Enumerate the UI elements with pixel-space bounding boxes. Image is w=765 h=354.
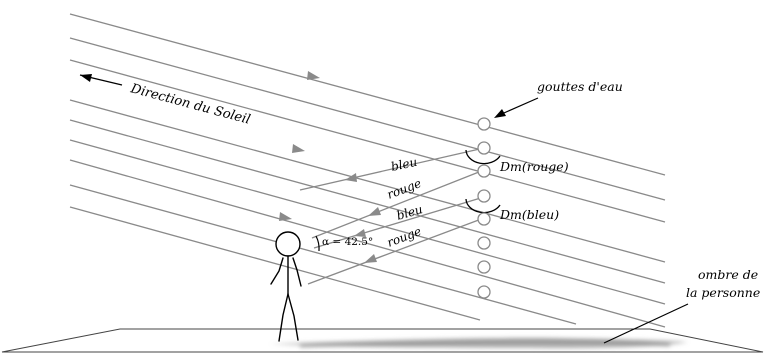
sun-ray (69, 206, 481, 321)
ray-arrowhead (279, 212, 292, 221)
sun-ray (69, 184, 577, 325)
blue-ray-lower (313, 196, 485, 249)
sun-ray (69, 59, 666, 223)
person-left-leg (278, 293, 289, 342)
water-droplet (477, 236, 491, 250)
sun-ray (69, 13, 666, 176)
refracted-rays (299, 147, 485, 285)
red-upper-label: rouge (385, 176, 423, 202)
dm-red-arc (465, 149, 501, 165)
red-ray-upper (311, 169, 485, 239)
red-ray-lower (307, 217, 485, 285)
person-right-arm (292, 257, 302, 287)
droplets-label: gouttes d'eau (537, 79, 623, 94)
blue-ray-upper (299, 147, 485, 191)
sun-ray (69, 119, 666, 284)
sun-direction-arrow (79, 74, 123, 86)
dm-blue-arc (465, 198, 501, 214)
shadow-label-line2: la personne (686, 285, 760, 300)
water-droplet (477, 117, 491, 131)
water-droplet (477, 189, 491, 203)
water-droplets (477, 117, 491, 299)
blue-upper-label: bleu (390, 155, 419, 174)
water-droplet (477, 141, 491, 155)
alpha-angle-arc (315, 235, 320, 252)
person-shadow (270, 337, 688, 349)
dm-red-label: Dm(rouge) (499, 159, 569, 174)
alpha-angle-label: α = 42.5° (322, 236, 373, 248)
person-right-leg (287, 293, 299, 341)
person-head (275, 231, 301, 257)
sun-ray (69, 159, 666, 328)
stick-figure-person (270, 231, 302, 342)
dm-blue-label: Dm(bleu) (499, 207, 559, 222)
sun-rays (69, 13, 666, 328)
water-droplet (477, 164, 491, 178)
water-droplet (477, 285, 491, 299)
shadow-pointer-line (603, 303, 689, 344)
blue-ray-lower-arrowhead (354, 229, 366, 237)
blue-lower-label: bleu (395, 202, 424, 223)
sun-ray (69, 139, 666, 305)
sun-ray (69, 37, 666, 201)
water-droplet (477, 212, 491, 226)
water-droplet (477, 260, 491, 274)
red-ray-lower-arrowhead (364, 254, 377, 263)
ray-arrowhead (292, 144, 305, 153)
red-ray-upper-arrowhead (368, 207, 381, 216)
blue-ray-upper-arrowhead (345, 173, 357, 182)
ray-arrowhead (307, 71, 320, 80)
person-left-arm (270, 257, 284, 285)
sun-ray (69, 99, 666, 263)
ray-arrowheads (279, 71, 320, 221)
droplets-pointer-arrow (494, 97, 539, 118)
shadow-label-line1: ombre de (698, 267, 758, 282)
